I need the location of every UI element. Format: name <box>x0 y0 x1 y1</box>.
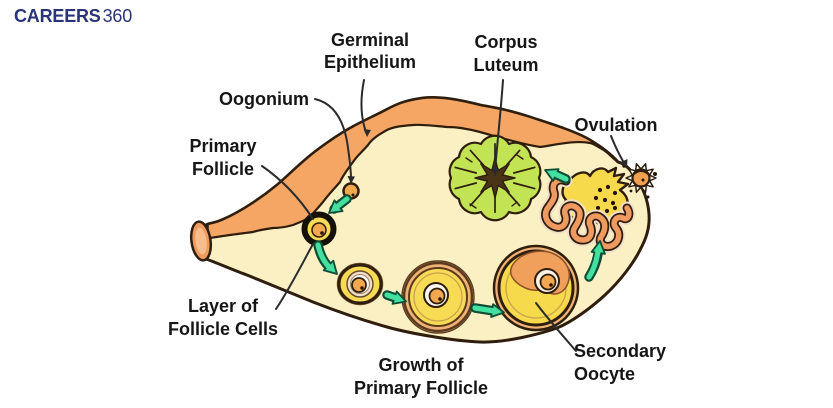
label-germinal-epithelium-2: Epithelium <box>324 52 416 72</box>
oogonium-pointer <box>314 98 352 180</box>
growing-follicle-early <box>336 262 384 306</box>
ovary-cortex-band <box>206 96 620 240</box>
label-corpus-luteum-2: Luteum <box>474 55 539 75</box>
label-layer-of-follicle-cells-2: Follicle Cells <box>168 319 278 339</box>
secondary-oocyte-pointer <box>535 302 577 352</box>
label-germinal-epithelium-1: Germinal <box>331 30 409 50</box>
pointer-lines <box>261 79 628 352</box>
corpus-luteum-texture-dashes <box>465 154 524 209</box>
ruptured-follicle <box>539 162 657 253</box>
arrow-ovulation-to-corpus-luteum <box>544 168 571 184</box>
arrow-primary-to-growing <box>313 240 338 275</box>
label-oogonium: Oogonium <box>219 89 309 109</box>
secondary-oocyte-cell <box>539 273 557 291</box>
arrow-mature-to-ovulation <box>584 240 606 282</box>
arrow-oogonium-to-primary <box>328 194 352 214</box>
logo-brand-text: CAREERS <box>14 6 101 26</box>
mature-follicle <box>492 244 580 332</box>
label-growth-of-primary-follicle-1: Growth of <box>379 355 465 375</box>
label-layer-of-follicle-cells-1: Layer of <box>188 296 259 316</box>
label-secondary-oocyte-1: Secondary <box>574 341 666 361</box>
growing-follicle-late <box>401 260 475 334</box>
germinal-epithelium-pointer <box>360 79 367 133</box>
logo-suffix-text: 360 <box>102 6 133 26</box>
arrow-late-to-mature <box>470 303 505 318</box>
label-primary-follicle-1: Primary <box>189 136 256 156</box>
corpus-luteum <box>448 134 542 222</box>
diagram-labels: Germinal Epithelium Corpus Luteum Oogoni… <box>168 30 666 398</box>
corpus-luteum-core <box>474 157 516 199</box>
primary-follicle-pointer <box>261 165 314 220</box>
label-growth-of-primary-follicle-2: Primary Follicle <box>354 378 488 398</box>
label-corpus-luteum-1: Corpus <box>475 32 538 52</box>
ovary-ligament-cap <box>189 220 213 262</box>
expelled-oocyte-cell <box>631 168 651 188</box>
label-primary-follicle-2: Follicle <box>192 159 254 179</box>
ruptured-follicle-wall-squiggle <box>539 173 636 253</box>
layer-of-follicle-cells-pointer <box>275 243 314 310</box>
primary-follicle-stage <box>301 211 337 247</box>
label-ovulation: Ovulation <box>574 115 657 135</box>
corpus-luteum-pointer <box>494 79 504 172</box>
label-secondary-oocyte-2: Oocyte <box>574 364 635 384</box>
arrow-growing-to-late <box>382 290 407 305</box>
expelled-oocyte <box>625 162 657 194</box>
